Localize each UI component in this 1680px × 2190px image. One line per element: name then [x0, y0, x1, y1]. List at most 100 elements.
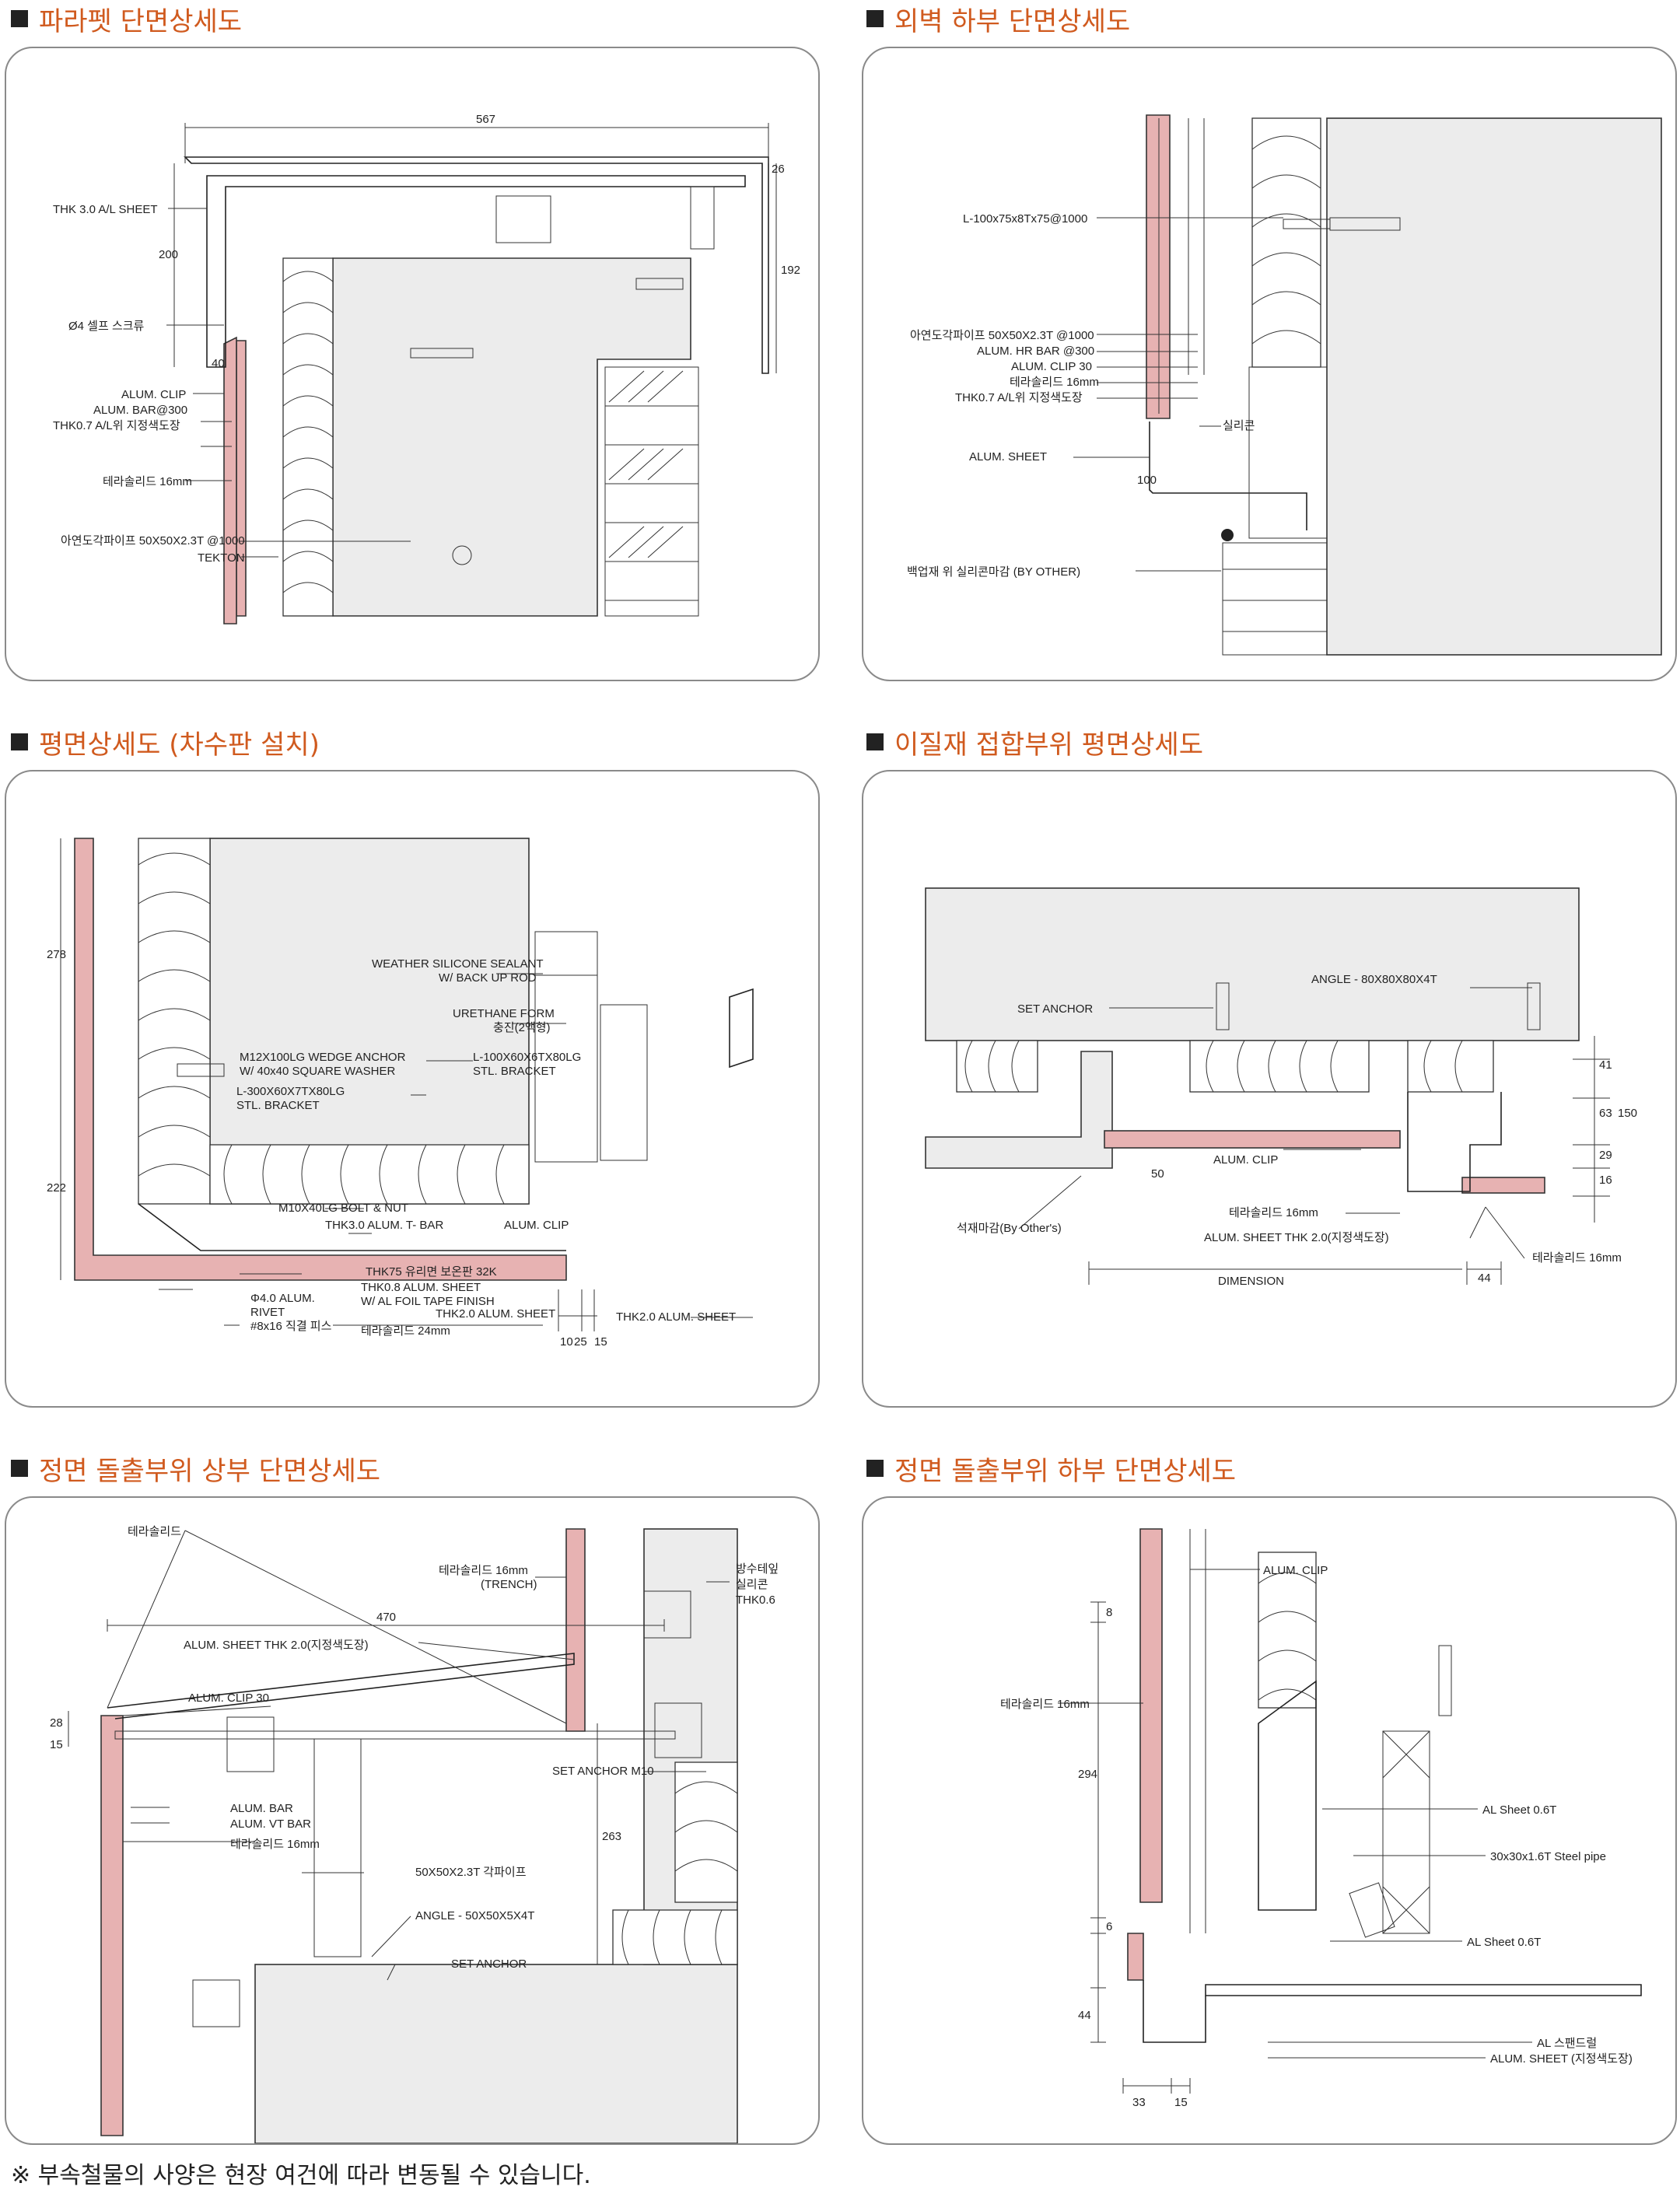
window-mullion [600, 1004, 648, 1161]
label-dimension: DIMENSION [1218, 1275, 1284, 1288]
label-sealant: WEATHER SILICONE SEALANT [372, 957, 544, 971]
label-tekton: TEKTON [198, 551, 245, 565]
dim-line [1573, 1036, 1610, 1223]
label-steel-pipe: 30x30x1.6T Steel pipe [1490, 1850, 1606, 1863]
anchor-plate [643, 1590, 691, 1639]
dim-278: 278 [47, 948, 66, 961]
label-alum-clip: ALUM. CLIP [121, 388, 186, 401]
footer-note: ※ 부속철물의 사양은 현장 여건에 따라 변동될 수 있습니다. [11, 2162, 591, 2189]
label-angle: L-100x75x8Tx75@1000 [963, 212, 1087, 226]
terracotta-soffit [1127, 1933, 1144, 1981]
al-sheet-0-6 [1258, 1680, 1317, 1911]
plan-waterboard-drawing: 278 222 10 25 15 WEATHER SILICONE SEALAN… [47, 838, 754, 1349]
label-terrasolid: 테라솔리드 16mm [1229, 1206, 1318, 1219]
anchor-plate [495, 195, 551, 243]
dim-567: 567 [476, 113, 495, 126]
label-alum-sheet: ALUM. SHEET (지정색도장) [1490, 2052, 1633, 2066]
alum-sheet-2-0 [1407, 1092, 1502, 1192]
label-galv-pipe: 아연도각파이프 50X50X2.3T @1000 [910, 329, 1094, 342]
leader-lines [1058, 1569, 1532, 2059]
label-silicone: 실리콘 [1223, 419, 1255, 432]
label-angle: ANGLE - 50X50X5X4T [415, 1909, 534, 1922]
concrete-slab [332, 257, 691, 617]
square-pipe [654, 1702, 702, 1758]
label-urethane: URETHANE FORM [453, 1007, 555, 1020]
terracotta-panel [1139, 1528, 1163, 1903]
insulation-batts [1251, 117, 1321, 368]
dim-16: 16 [1599, 1174, 1612, 1187]
label-alum-clip: ALUM. CLIP [1213, 1153, 1278, 1167]
parapet-section-drawing: 567 26 200 192 40 THK 3.0 A/L SHEET Ø4 셀… [53, 113, 800, 624]
label-terrasolid: 테라솔리드 16mm [1000, 1698, 1090, 1711]
label-alum-sheet-0-8: THK0.8 ALUM. SHEET [361, 1281, 481, 1294]
projection-bottom-drawing: 8 294 6 44 33 15 ALUM. CLIP 테라솔리드 16mm A… [1000, 1528, 1642, 2109]
label-t-bar: THK3.0 ALUM. T- BAR [325, 1219, 443, 1232]
panel-plan-waterboard: 278 222 10 25 15 WEATHER SILICONE SEALAN… [5, 770, 820, 1408]
panel-wall-bottom: 100 L-100x75x8Tx75@1000 아연도각파이프 50X50X2.… [862, 47, 1677, 681]
joint-plan-drawing: 41 63 150 29 16 50 44 SET ANCHOR ANGLE -… [925, 887, 1637, 1288]
anchor-bolt [635, 278, 684, 290]
square-bullet-icon [11, 10, 28, 27]
dim-100: 100 [1137, 474, 1157, 487]
dim-50: 50 [1151, 1167, 1164, 1181]
label-alum-sheet: ALUM. SHEET THK 2.0(지정색도장) [1204, 1231, 1389, 1244]
label-bolt-nut: M10X40LG BOLT & NUT [278, 1202, 408, 1215]
steel-pipe-cross [1382, 1730, 1430, 1934]
alum-sheet-top [107, 1653, 575, 1719]
label-stone: 석재마감(By Other's) [957, 1222, 1062, 1235]
al-spandrel [1205, 1984, 1642, 1996]
label-alum-bar: ALUM. BAR@300 [93, 404, 187, 417]
square-bullet-icon [11, 733, 28, 750]
dim-192: 192 [781, 264, 800, 277]
concrete-slab [254, 1964, 738, 2143]
insulation-batts [956, 1040, 1494, 1093]
label-thk: THK0.6 [736, 1594, 775, 1607]
insulation-batts [612, 1761, 738, 1965]
steel-pipe-frame [1382, 1730, 1430, 1934]
leader-lines [1018, 987, 1532, 1259]
label-fill: 충진(2액형) [493, 1021, 551, 1034]
panel-projection-bottom: 8 294 6 44 33 15 ALUM. CLIP 테라솔리드 16mm A… [862, 1496, 1677, 2145]
dim-200: 200 [159, 248, 178, 261]
alum-sheet [1149, 422, 1307, 530]
concrete-wall [1326, 117, 1662, 656]
label-al-sheet-b: AL Sheet 0.6T [1467, 1936, 1541, 1949]
terracotta-vertical [100, 1715, 124, 2136]
label-rivet-2: RIVET [250, 1306, 285, 1319]
label-coating: THK0.7 A/L위 지정색도장 [53, 419, 180, 432]
dim-15: 15 [1174, 2096, 1188, 2109]
concrete-column [209, 838, 530, 1205]
dim-line [68, 1711, 598, 1964]
dim-41: 41 [1599, 1058, 1612, 1072]
alum-sheet-bottom [1143, 1980, 1206, 2043]
anchor-plate [192, 1979, 240, 2027]
brick-wall [604, 366, 699, 617]
dim-line [1088, 1261, 1502, 1285]
dim-263: 263 [602, 1830, 621, 1843]
panel-projection-top: 470 28 15 263 테라솔리드 테라솔리드 16mm (TRENCH) … [5, 1496, 820, 2145]
square-bullet-icon [866, 10, 884, 27]
label-stl-bracket: STL. BRACKET [473, 1065, 556, 1078]
label-stl-bracket-2: STL. BRACKET [236, 1099, 320, 1112]
label-terrasolid: 테라솔리드 16mm [1010, 376, 1099, 389]
label-alum-clip: ALUM. CLIP [1263, 1564, 1328, 1577]
leader-lines [159, 973, 753, 1326]
bottom-frame [1248, 366, 1328, 539]
label-terrasolid-24: 테라솔리드 24mm [361, 1324, 450, 1338]
coping-frame [206, 175, 746, 368]
panel-title-joint-plan: 이질재 접합부위 평면상세도 [866, 726, 1203, 761]
dim-63: 63 [1599, 1107, 1612, 1120]
terracotta-panel [236, 340, 247, 617]
dim-line [173, 163, 777, 373]
panel-joint-plan: 41 63 150 29 16 50 44 SET ANCHOR ANGLE -… [862, 770, 1677, 1408]
label-clip: ALUM. CLIP 30 [1011, 360, 1092, 373]
dim-line [184, 123, 769, 163]
terracotta-16mm-b [1461, 1177, 1545, 1194]
set-anchor [1527, 982, 1541, 1030]
label-terrasolid: 테라솔리드 [128, 1525, 181, 1538]
dim-44: 44 [1478, 1272, 1491, 1285]
label-screw: #8x16 직결 피스 [250, 1320, 332, 1333]
sub-frame [1188, 118, 1205, 375]
dim-44: 44 [1078, 2009, 1091, 2022]
label-angle: ANGLE - 80X80X80X4T [1311, 973, 1437, 986]
